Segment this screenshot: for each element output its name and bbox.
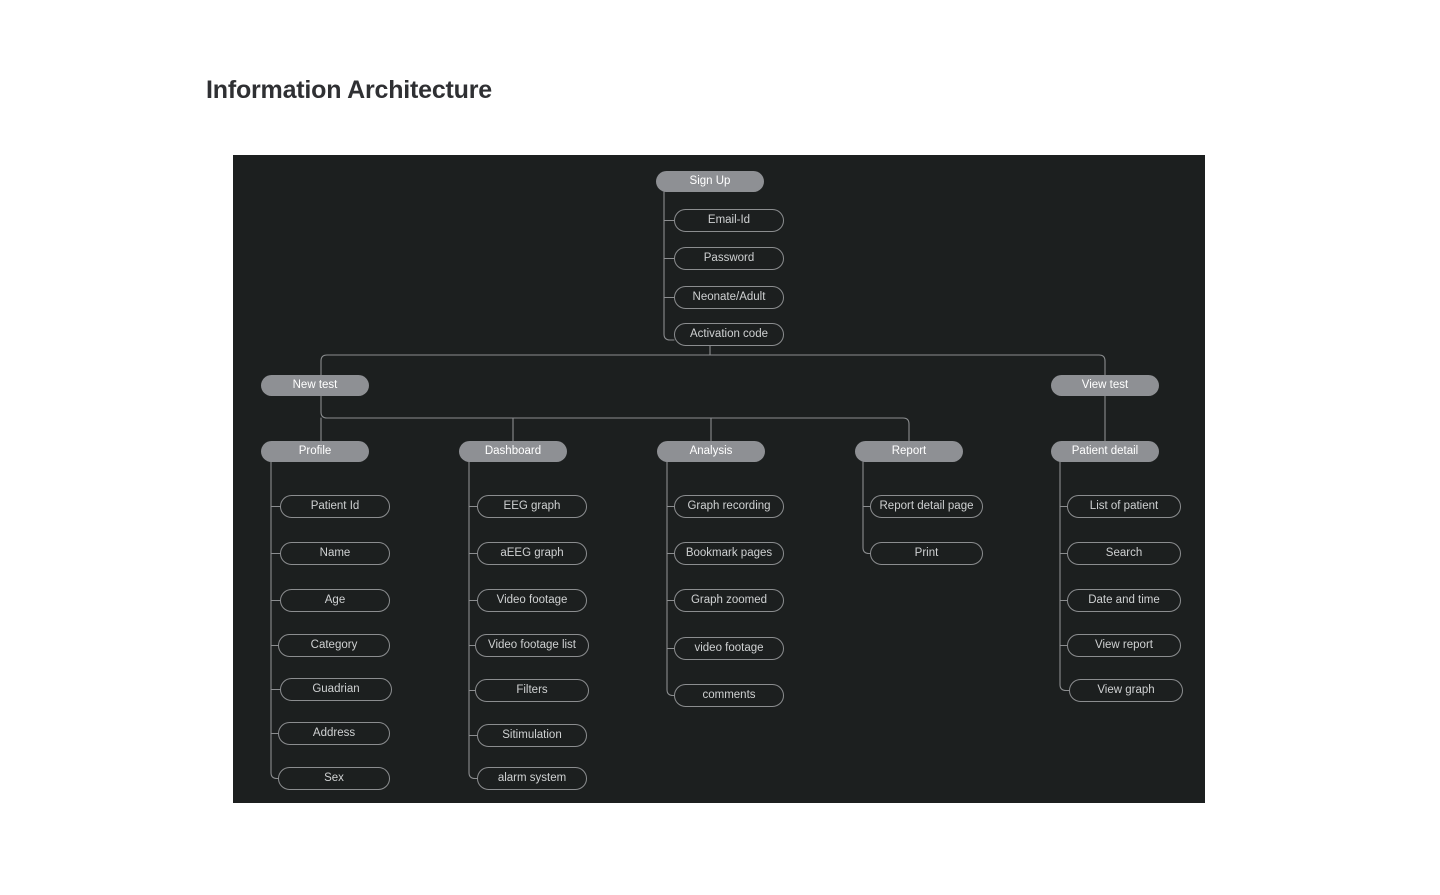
node-view-report[interactable]: View report	[1067, 634, 1181, 657]
node-date-and-time[interactable]: Date and time	[1067, 589, 1181, 612]
edge-bus-level3	[320, 395, 910, 442]
page-title: Information Architecture	[206, 76, 492, 104]
node-print[interactable]: Print	[870, 542, 983, 565]
node-view-graph[interactable]: View graph	[1069, 679, 1183, 702]
node-new-test[interactable]: New test	[261, 375, 369, 396]
node-bookmark-pages[interactable]: Bookmark pages	[674, 542, 784, 565]
node-address[interactable]: Address	[278, 722, 390, 745]
node-view-test[interactable]: View test	[1051, 375, 1159, 396]
edge-dashboard-alarm-system	[468, 461, 478, 780]
node-sign-up[interactable]: Sign Up	[656, 171, 764, 192]
node-report[interactable]: Report	[855, 441, 963, 462]
node-profile[interactable]: Profile	[261, 441, 369, 462]
node-search[interactable]: Search	[1067, 542, 1181, 565]
node-video-footage[interactable]: Video footage	[477, 589, 587, 612]
node-alarm-system[interactable]: alarm system	[477, 767, 587, 790]
node-video-footage-list[interactable]: Video footage list	[475, 634, 589, 657]
node-list-of-patient[interactable]: List of patient	[1067, 495, 1181, 518]
edge-report-print	[862, 461, 871, 555]
node-sitimulation[interactable]: Sitimulation	[477, 724, 587, 747]
node-neonate-adult[interactable]: Neonate/Adult	[674, 286, 784, 309]
node-category[interactable]: Category	[278, 634, 390, 657]
node-video-footage-2[interactable]: video footage	[674, 637, 784, 660]
node-guadrian[interactable]: Guadrian	[280, 678, 392, 701]
node-sex[interactable]: Sex	[278, 767, 390, 790]
edge-patient-detail-view-graph	[1059, 461, 1070, 692]
node-dashboard[interactable]: Dashboard	[459, 441, 567, 462]
node-name[interactable]: Name	[280, 542, 390, 565]
edge-signup-activation-code	[663, 191, 675, 341]
node-patient-detail[interactable]: Patient detail	[1051, 441, 1159, 462]
edge-analysis-comments	[666, 461, 675, 697]
node-activation-code[interactable]: Activation code	[674, 323, 784, 346]
edge-bus-level2	[320, 354, 1106, 376]
node-email-id[interactable]: Email-Id	[674, 209, 784, 232]
node-password[interactable]: Password	[674, 247, 784, 270]
node-graph-zoomed[interactable]: Graph zoomed	[674, 589, 784, 612]
node-comments[interactable]: comments	[674, 684, 784, 707]
node-report-detail-page[interactable]: Report detail page	[870, 495, 983, 518]
node-age[interactable]: Age	[280, 589, 390, 612]
node-filters[interactable]: Filters	[475, 679, 589, 702]
node-patient-id[interactable]: Patient Id	[280, 495, 390, 518]
node-graph-recording[interactable]: Graph recording	[674, 495, 784, 518]
node-analysis[interactable]: Analysis	[657, 441, 765, 462]
node-aeeg-graph[interactable]: aEEG graph	[477, 542, 587, 565]
node-eeg-graph[interactable]: EEG graph	[477, 495, 587, 518]
